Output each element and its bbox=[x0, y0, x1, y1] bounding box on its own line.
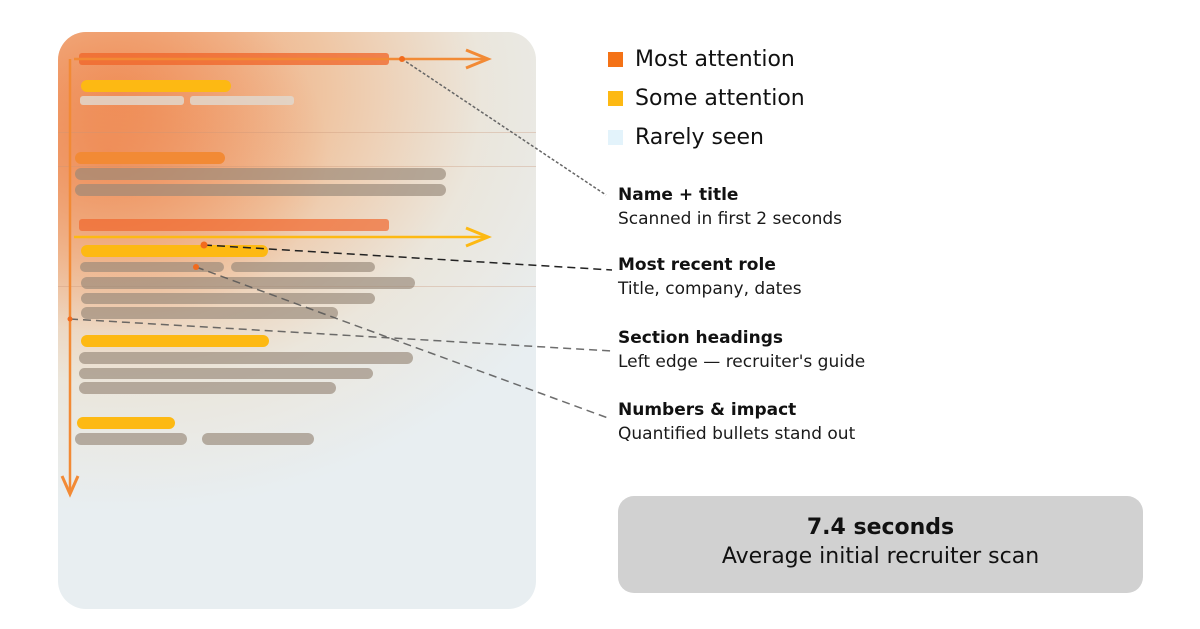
callout-title: Section headings bbox=[618, 328, 783, 348]
contact-line bbox=[190, 96, 294, 105]
section-heading-line bbox=[75, 152, 225, 164]
contact-line bbox=[80, 96, 184, 105]
bullet-line bbox=[79, 368, 373, 379]
legend-label: Most attention bbox=[635, 47, 795, 72]
legend-label: Rarely seen bbox=[635, 125, 764, 150]
title-line bbox=[81, 80, 231, 92]
stat-value: 7.4 seconds bbox=[806, 515, 955, 540]
text-line bbox=[75, 184, 446, 196]
callout-section-headings: Section headings Left edge — recruiter's… bbox=[618, 326, 865, 374]
callout-title: Name + title bbox=[618, 185, 739, 205]
callout-title: Most recent role bbox=[618, 255, 776, 275]
bullet-line bbox=[81, 293, 375, 304]
bullet-line bbox=[81, 307, 338, 319]
role-title-line bbox=[81, 335, 269, 347]
callout-description: Scanned in first 2 seconds bbox=[618, 209, 842, 229]
legend: Most attention Some attention Rarely see… bbox=[608, 40, 805, 157]
text-line bbox=[202, 433, 314, 445]
callout-description: Left edge — recruiter's guide bbox=[618, 352, 866, 372]
attention-heatmap bbox=[58, 32, 536, 609]
legend-item-rarely-seen: Rarely seen bbox=[608, 118, 805, 157]
callout-name-title: Name + title Scanned in first 2 seconds bbox=[618, 183, 842, 231]
section-heading-line bbox=[77, 417, 175, 429]
role-title-line bbox=[81, 245, 268, 257]
dates-line bbox=[231, 262, 375, 272]
callout-most-recent-role: Most recent role Title, company, dates bbox=[618, 253, 802, 301]
callout-description: Title, company, dates bbox=[618, 279, 802, 299]
section-divider bbox=[58, 132, 536, 133]
stat-box: 7.4 seconds Average initial recruiter sc… bbox=[618, 496, 1143, 593]
legend-label: Some attention bbox=[635, 86, 805, 111]
callout-description: Quantified bullets stand out bbox=[618, 424, 856, 444]
bullet-line bbox=[81, 277, 415, 289]
light-blue-swatch-icon bbox=[608, 130, 623, 145]
yellow-swatch-icon bbox=[608, 91, 623, 106]
section-heading-line bbox=[79, 219, 389, 231]
resume-heatmap-card bbox=[58, 32, 536, 609]
text-line bbox=[75, 168, 446, 180]
stat-label: Average initial recruiter scan bbox=[721, 544, 1040, 569]
legend-item-most-attention: Most attention bbox=[608, 40, 805, 79]
legend-item-some-attention: Some attention bbox=[608, 79, 805, 118]
name-line bbox=[79, 53, 389, 65]
text-line bbox=[75, 433, 187, 445]
orange-swatch-icon bbox=[608, 52, 623, 67]
section-divider bbox=[58, 166, 536, 167]
callout-title: Numbers & impact bbox=[618, 400, 797, 420]
company-line bbox=[80, 262, 224, 272]
bullet-line bbox=[79, 352, 413, 364]
callout-numbers-impact: Numbers & impact Quantified bullets stan… bbox=[618, 398, 855, 446]
bullet-line bbox=[79, 382, 336, 394]
